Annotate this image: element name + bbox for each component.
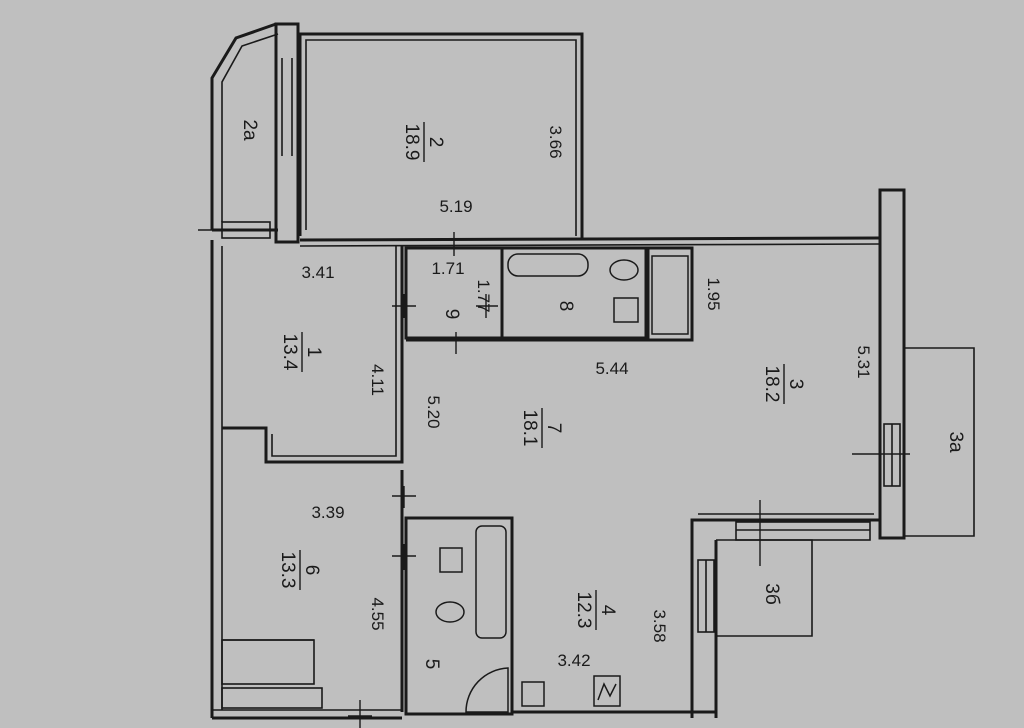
dimension-label: 5.19 bbox=[439, 197, 472, 216]
dimension-label: 3.41 bbox=[301, 263, 334, 282]
room-area: 18.1 bbox=[519, 410, 540, 447]
room-number: 3 bbox=[785, 379, 806, 390]
room-number: 2 bbox=[425, 137, 446, 148]
toilet-icon bbox=[435, 547, 465, 623]
room-area: 12.3 bbox=[573, 592, 594, 629]
room-1-label: 1 13.4 bbox=[279, 332, 324, 372]
room-area: 13.4 bbox=[279, 334, 300, 371]
cabinet-icon bbox=[651, 255, 689, 335]
room-area: 13.3 bbox=[277, 552, 298, 589]
dimension-label: 4.11 bbox=[368, 364, 387, 396]
dimension-labels: 3.66 5.19 3.41 4.11 1.71 1.77 1.95 5.31 … bbox=[301, 125, 873, 670]
room-2-label: 2 18.9 bbox=[401, 122, 446, 162]
dimension-label: 1.77 bbox=[474, 279, 493, 312]
room-6-label: 6 13.3 bbox=[277, 550, 322, 590]
dimension-label: 1.71 bbox=[431, 259, 464, 278]
room-area: 18.2 bbox=[761, 366, 782, 403]
room-3a-label: 3a bbox=[945, 431, 966, 453]
bathtub-icon bbox=[507, 253, 589, 277]
room-area: 18.9 bbox=[401, 124, 422, 161]
sink-icon bbox=[521, 681, 545, 707]
dimension-label: 1.95 bbox=[704, 277, 723, 310]
dimension-label: 3.39 bbox=[311, 503, 344, 522]
door-swing-icon bbox=[465, 667, 509, 713]
room-8-label: 8 bbox=[555, 301, 576, 312]
dimension-label: 3.42 bbox=[557, 651, 590, 670]
dimension-label: 5.20 bbox=[424, 395, 443, 428]
room-number: 6 bbox=[301, 565, 322, 576]
toilet-icon bbox=[609, 259, 639, 323]
bathtub-icon bbox=[475, 525, 507, 639]
fixtures bbox=[198, 229, 910, 728]
room-9-label: 9 bbox=[441, 309, 462, 320]
room-3b-label: 3б bbox=[761, 583, 782, 605]
room-2a-label: 2a bbox=[239, 119, 260, 141]
dimension-label: 3.66 bbox=[546, 125, 565, 158]
room-number: 7 bbox=[543, 423, 564, 434]
dimension-label: 4.55 bbox=[368, 597, 387, 630]
dimension-label: 5.44 bbox=[595, 359, 628, 378]
room-3-label: 3 18.2 bbox=[761, 364, 806, 404]
dimension-label: 5.31 bbox=[854, 345, 873, 378]
room-number: 1 bbox=[303, 347, 324, 358]
room-4-label: 4 12.3 bbox=[573, 590, 618, 630]
dimension-label: 3.58 bbox=[650, 609, 669, 642]
stove-icon bbox=[593, 675, 621, 707]
room-number: 4 bbox=[597, 605, 618, 616]
room-5-label: 5 bbox=[421, 659, 442, 670]
room-7-label: 7 18.1 bbox=[519, 408, 564, 448]
walls bbox=[210, 22, 975, 720]
